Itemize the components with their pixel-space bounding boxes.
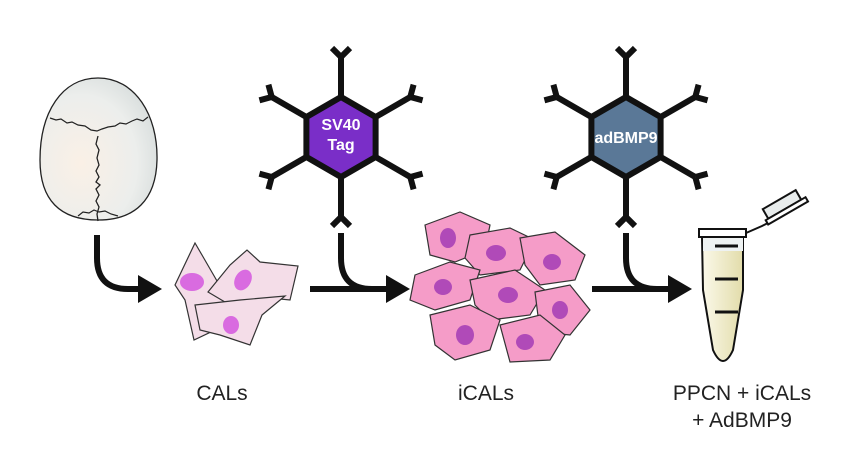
final-label-line2: + AdBMP9 <box>692 409 792 432</box>
spike-fork <box>258 170 275 191</box>
sv40-label: SV40 <box>321 117 360 134</box>
spike-fork <box>692 83 709 104</box>
arrow-icals-to-tube <box>592 233 692 303</box>
spike-fork <box>329 214 353 229</box>
cals-cells <box>174 241 299 346</box>
spike-fork <box>543 83 560 104</box>
capsid-hexagon <box>303 93 379 181</box>
tube-icon <box>698 188 810 362</box>
spike-fork <box>692 170 709 191</box>
skull-icon <box>39 77 158 222</box>
sv40-virus-icon: SV40 Tag <box>258 45 424 229</box>
arrow-cals-to-icals <box>310 233 410 303</box>
icals-cells <box>409 211 591 363</box>
icals-label: iCALs <box>457 382 515 405</box>
tag-label: Tag <box>327 137 354 154</box>
adbmp9-label: adBMP9 <box>594 130 657 147</box>
spike-fork <box>407 83 424 104</box>
spike-fork <box>407 170 424 191</box>
cals-label: CALs <box>196 382 248 405</box>
final-label-line1: PPCN + iCALs <box>672 382 812 405</box>
spike-fork <box>329 45 353 60</box>
spike-fork <box>614 45 638 60</box>
arrow-skull-to-cals <box>94 235 162 303</box>
spike-fork <box>258 83 275 104</box>
spike-fork <box>614 214 638 229</box>
capsid-hexagon <box>588 93 664 181</box>
spike-fork <box>543 170 560 191</box>
adbmp9-virus-icon: adBMP9 <box>543 45 709 229</box>
